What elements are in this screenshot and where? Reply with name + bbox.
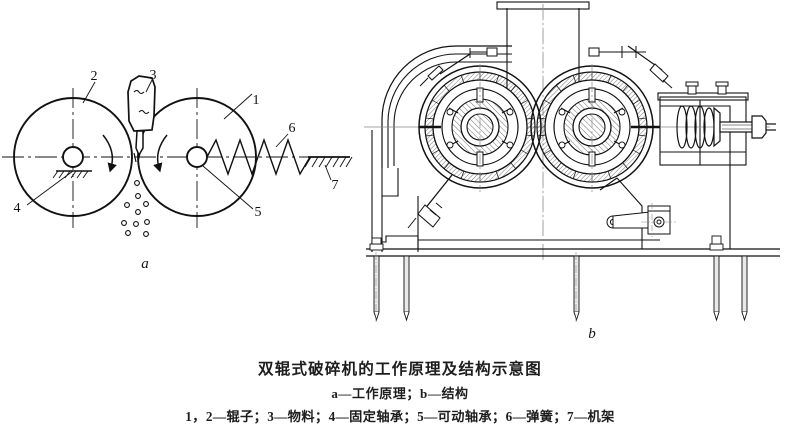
callout-5: 5 [255,205,262,220]
panel-b-structure: b [364,1,780,342]
bearing-housing-cap [657,92,749,101]
left-curved-guard-outer [381,45,512,168]
callout-3: 3 [150,68,157,83]
panel-a-letter: a [141,256,149,272]
leader-line-2 [82,81,96,104]
figure-caption: 双辊式破碎机的工作原理及结构示意图 a—工作原理；b—结构 1，2—辊子；3—物… [0,358,800,428]
nip-gap-funnel [133,152,141,163]
discharge-chute [599,177,643,249]
left-curved-guard-mid [387,53,512,168]
fixed-bearing-symbol [52,170,92,179]
anchor-bolts [369,235,748,322]
top-bracket-right [588,45,673,89]
roller-left-outline [13,97,133,217]
roller-right-outline [137,97,257,217]
roller-left-rotation-arrow [102,134,117,173]
leader-line-7 [324,164,332,181]
adjustment-linkage-right [606,203,676,237]
callout-6: 6 [289,121,296,136]
caption-legend: 1，2—辊子；3—物料；4—固定轴承；5—可动轴承；6—弹簧；7—机架 [185,409,615,424]
tension-nut [751,115,767,139]
leader-line-1 [223,93,253,120]
spring-seat-washer [713,106,721,148]
left-curved-guard-inner [393,61,512,166]
roller-right-hub [186,146,208,168]
roll-assembly-right [530,64,660,192]
roller-right-rotation-arrow [153,134,168,173]
callout-2: 2 [91,69,98,84]
roller-left-hub [62,146,84,168]
leader-line-6 [275,133,289,148]
leader-line-5 [202,165,254,210]
callout-4: 4 [14,201,21,216]
crushed-product-particles [121,180,150,237]
panel-a-working-principle: 1 2 3 4 5 6 7 a [2,68,353,272]
housing-top-studs [685,81,729,95]
caption-subtitle: a—工作原理；b—结构 [331,386,469,401]
left-guard-lower [381,168,399,197]
callout-1: 1 [253,93,260,108]
spring-rod [719,121,755,133]
caption-title: 双辊式破碎机的工作原理及结构示意图 [258,361,542,378]
leader-line-4 [26,170,74,206]
left-frame-wall [371,130,383,252]
callout-7: 7 [332,178,339,193]
top-bracket-left [419,47,498,87]
bearing-housing-inner [660,100,746,165]
spring-pack-assembly [676,105,776,149]
panel-b-letter: b [588,326,596,342]
feed-material-lump [127,75,156,157]
scraper-rod-left [407,174,453,229]
roll-assembly-left [418,64,542,192]
spring-zigzag [206,137,311,177]
frame-ground-symbol [304,156,353,168]
leader-line-3 [145,79,153,93]
